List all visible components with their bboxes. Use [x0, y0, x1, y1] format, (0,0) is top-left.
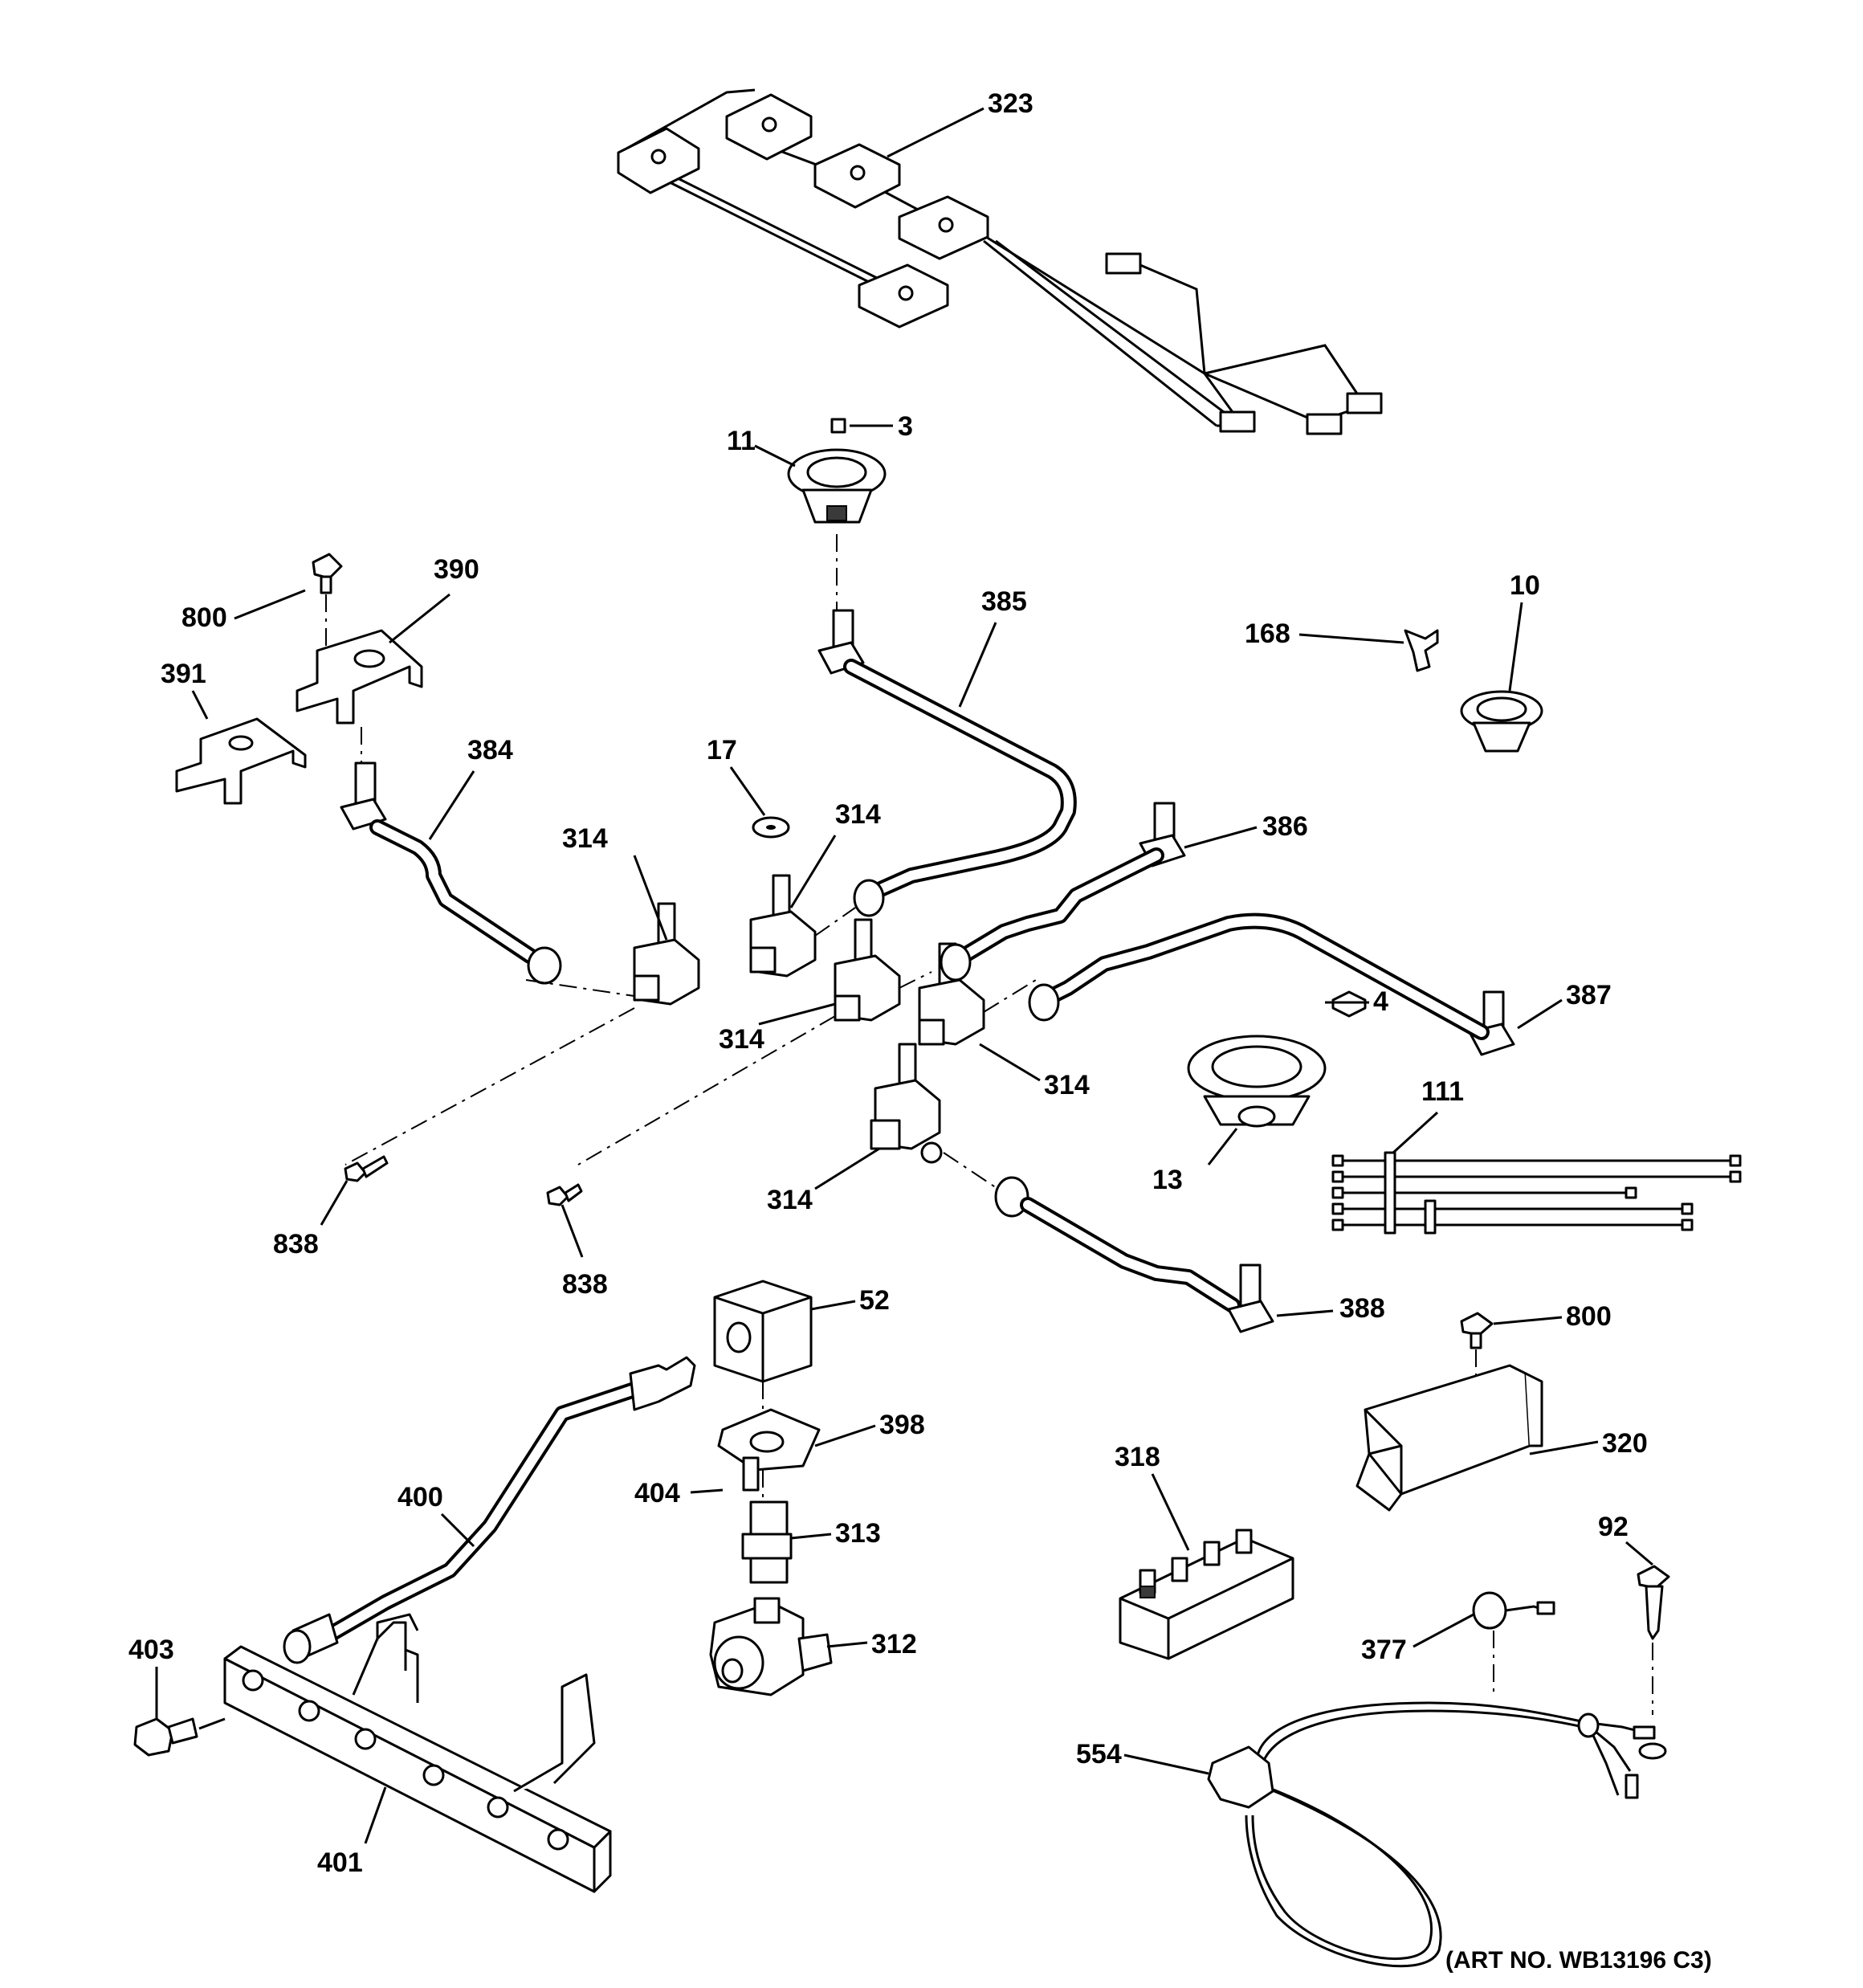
- part-398-gasket: [717, 1408, 876, 1502]
- callout-314-b: 314: [835, 799, 881, 830]
- part-386-tube: [940, 802, 1258, 982]
- callout-3: 3: [898, 411, 913, 442]
- part-384-tube: [340, 727, 562, 985]
- callout-323: 323: [988, 88, 1033, 119]
- part-838-screw-left: [320, 1155, 389, 1226]
- part-314-valve-c: [577, 918, 932, 1165]
- part-391-bracket: [175, 690, 307, 805]
- part-17-washer: [729, 766, 790, 839]
- callout-111: 111: [1421, 1076, 1464, 1107]
- part-400-pipe: [283, 1356, 696, 1664]
- part-838-screw-right: [546, 1183, 584, 1258]
- part-313-fitting: [741, 1500, 832, 1584]
- part-314-valve-a: [344, 855, 700, 1165]
- part-377-connector: [1413, 1591, 1555, 1695]
- callout-320: 320: [1602, 1428, 1648, 1459]
- part-111-wire-leads: [1331, 1111, 1742, 1235]
- callout-13: 13: [1152, 1165, 1183, 1195]
- part-52-cap: [713, 1280, 856, 1422]
- part-312-regulator: [709, 1597, 868, 1696]
- callout-312: 312: [871, 1629, 917, 1659]
- part-390-bracket: [296, 593, 450, 725]
- callout-168: 168: [1245, 618, 1290, 649]
- part-3-screw: [830, 418, 893, 434]
- callout-838-right: 838: [562, 1269, 608, 1300]
- callout-314-c: 314: [719, 1024, 764, 1055]
- part-320-shield: [1355, 1364, 1599, 1512]
- part-318-spark-module: [1119, 1473, 1294, 1660]
- part-13-burner-base: [1187, 1035, 1327, 1165]
- part-388-tube: [994, 1176, 1334, 1333]
- callout-52: 52: [859, 1285, 890, 1316]
- callout-398: 398: [879, 1410, 925, 1440]
- part-92-screw: [1625, 1541, 1670, 1715]
- part-168-clip: [1298, 629, 1439, 672]
- part-554-power-cord: [1123, 1701, 1667, 1968]
- callout-314-d: 314: [1044, 1070, 1090, 1100]
- callout-403: 403: [128, 1635, 174, 1665]
- callout-314-a: 314: [562, 823, 608, 854]
- callout-385: 385: [981, 586, 1027, 617]
- callout-10: 10: [1510, 570, 1540, 601]
- callout-314-e: 314: [767, 1185, 813, 1215]
- art-number: (ART NO. WB13196 C3): [1445, 1947, 1712, 1974]
- callout-390: 390: [434, 554, 479, 585]
- callout-17: 17: [707, 735, 737, 765]
- part-323-switch-harness: [617, 88, 1383, 435]
- callout-838-left: 838: [273, 1229, 319, 1259]
- callout-404: 404: [634, 1478, 680, 1508]
- part-314-valve-d: [918, 942, 1041, 1082]
- part-11-burner-base: [754, 444, 887, 610]
- callout-387: 387: [1566, 980, 1612, 1010]
- part-10-burner-base: [1460, 602, 1543, 753]
- callout-318: 318: [1115, 1442, 1160, 1472]
- part-404-screw: [690, 1456, 760, 1494]
- callout-384: 384: [467, 735, 513, 765]
- part-387-tube: [1028, 912, 1563, 1056]
- callout-554: 554: [1076, 1739, 1122, 1770]
- callout-401: 401: [317, 1847, 363, 1878]
- part-403-screw: [133, 1667, 226, 1757]
- callout-11: 11: [727, 426, 756, 456]
- callout-391: 391: [161, 659, 206, 689]
- part-314-valve-e: [814, 1043, 1005, 1194]
- callout-800-top: 800: [181, 602, 227, 633]
- part-800-screw-top: [234, 553, 343, 667]
- callout-388: 388: [1339, 1293, 1385, 1324]
- callout-386: 386: [1262, 811, 1308, 842]
- part-4-nut: [1325, 990, 1369, 1018]
- callout-313: 313: [835, 1518, 881, 1549]
- part-314-valve-b: [749, 835, 856, 978]
- callout-92: 92: [1598, 1512, 1629, 1542]
- callout-377: 377: [1361, 1635, 1407, 1665]
- callout-labels: 323 3 11 800 390 385 168 10 391 384 17 3…: [128, 88, 1712, 1974]
- callout-4: 4: [1373, 986, 1388, 1017]
- part-385-tube: [817, 609, 1077, 917]
- callout-800-lower: 800: [1566, 1301, 1612, 1332]
- callout-400: 400: [397, 1482, 443, 1512]
- part-401-manifold: [223, 1613, 612, 1893]
